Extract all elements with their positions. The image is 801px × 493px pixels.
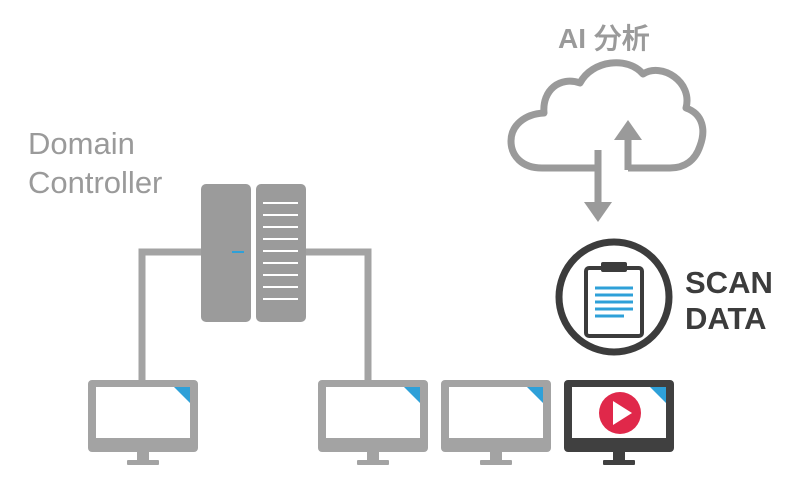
- clipboard-lines: [595, 286, 633, 318]
- server-unit-right: [256, 184, 306, 322]
- play-icon: [599, 392, 641, 434]
- cloud-icon: [507, 59, 707, 172]
- ai-analysis-label: AI 分析: [558, 23, 650, 54]
- server-icon: [201, 184, 306, 322]
- scan-data-line1: SCAN: [685, 265, 773, 300]
- monitor-icon: [318, 380, 428, 465]
- monitor-icon: [441, 380, 551, 465]
- wire-left: [138, 248, 201, 382]
- clipboard-clip: [601, 262, 627, 272]
- domain-controller-label: Domain Controller: [28, 124, 162, 202]
- cloud-outline: [507, 59, 707, 172]
- scan-data-line2: DATA: [685, 301, 767, 336]
- server-slots: [263, 202, 298, 300]
- download-arrow: [584, 150, 612, 222]
- server-indicator: [232, 251, 244, 253]
- server-unit-left: [201, 184, 251, 322]
- scan-data-label: SCAN DATA: [685, 265, 773, 337]
- clipboard-icon: [555, 238, 673, 356]
- wire-right: [305, 248, 372, 382]
- domain-controller-line1: Domain: [28, 126, 135, 161]
- network-wires: [138, 248, 372, 382]
- domain-controller-line2: Controller: [28, 165, 163, 200]
- upload-arrow: [614, 120, 642, 170]
- monitor-icon: [88, 380, 198, 465]
